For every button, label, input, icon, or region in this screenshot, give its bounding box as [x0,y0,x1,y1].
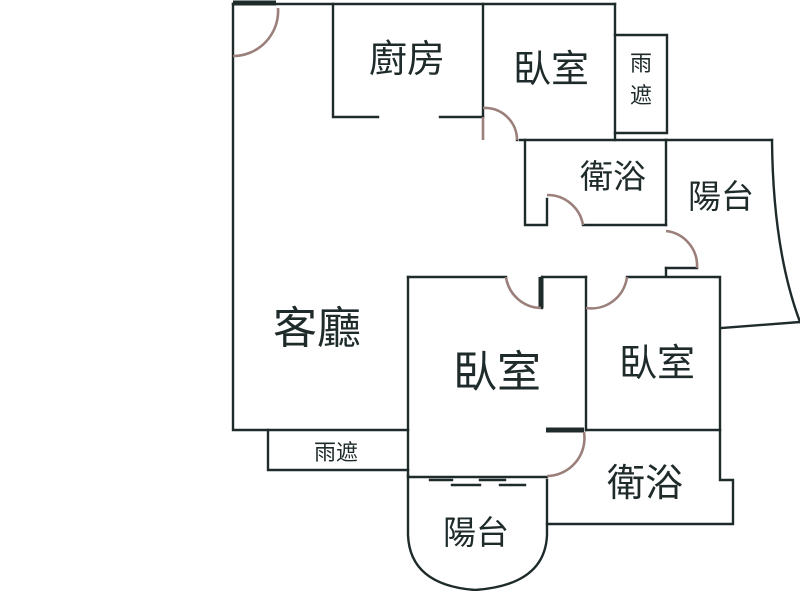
door-arcs [232,7,699,478]
balcony-right-label: 陽台 [688,177,754,216]
bedroom-right-label: 臥室 [619,341,695,385]
bedroom-top-label: 臥室 [513,47,589,91]
canopy-bottom-label: 雨遮 [314,441,358,466]
bath-lower-label: 衛浴 [607,461,683,505]
canopy-top-label-line1: 雨 [630,52,652,77]
bedroom-center-label: 臥室 [453,347,541,398]
sliding-door [428,478,527,487]
wall-stubs [233,0,584,433]
canopy-top-label-line2: 遮 [630,84,652,109]
balcony-bottom-label: 陽台 [443,513,509,552]
living-room-label: 客廳 [273,303,361,354]
kitchen-label: 廚房 [369,37,445,81]
bath-upper-label: 衛浴 [580,157,646,196]
walls [231,2,800,591]
